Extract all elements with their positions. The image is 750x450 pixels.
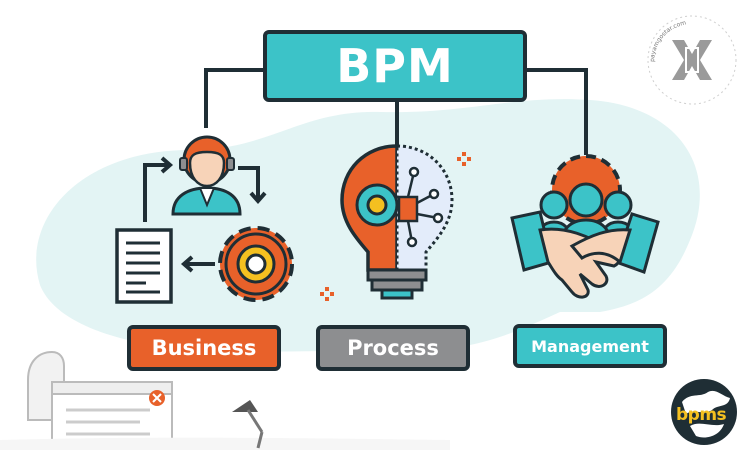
- business-label: Business: [127, 325, 281, 371]
- desk-lamp-icon: [232, 400, 264, 449]
- flow-arrows: [143, 156, 267, 273]
- bpm-title-box: BPM: [263, 30, 527, 102]
- document-icon: [115, 228, 173, 304]
- gear-icon: [218, 226, 294, 302]
- bpms-logo-text: bpms: [676, 405, 727, 425]
- business-person-icon: [171, 135, 242, 216]
- watermark-x-logo-icon: [647, 15, 737, 105]
- bpms-globe-logo-icon: [671, 379, 737, 445]
- lightbulb-icon: [340, 144, 454, 300]
- sparkle-icon: [320, 152, 471, 301]
- laptop-window-icon: [0, 350, 450, 450]
- management-label: Management: [513, 324, 667, 368]
- connector-lines: [204, 68, 588, 155]
- process-label: Process: [316, 325, 470, 371]
- handshake-icon: [510, 210, 660, 299]
